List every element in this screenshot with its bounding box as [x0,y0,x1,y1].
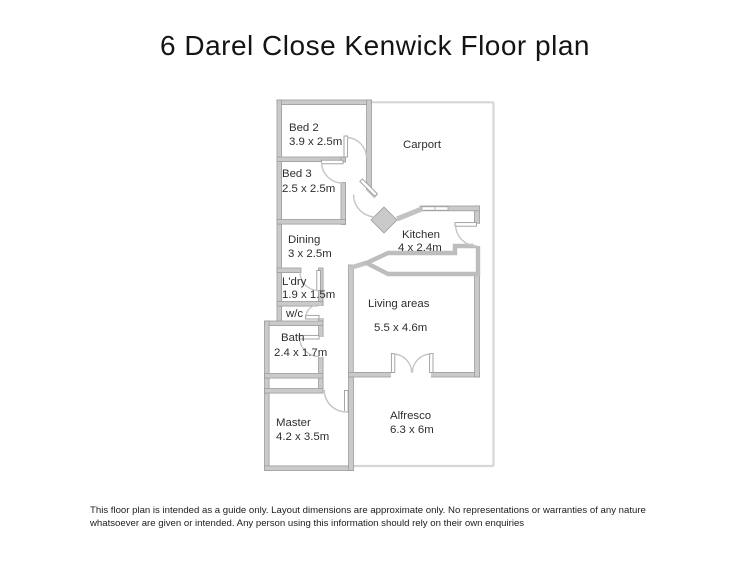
kitchen-dims: 4 x 2.4m [398,242,442,254]
room-labels: Bed 2 3.9 x 2.5m Bed 3 2.5 x 2.5m Carpor… [274,122,442,443]
bath-door-opening [317,337,325,357]
wall-kitchen-diagonal [396,206,424,222]
bed2-label: Bed 2 [289,122,319,134]
laundry-label: L'dry [282,276,307,288]
wc-door-arc [305,304,319,318]
bath-dims: 2.4 x 1.7m [274,347,327,359]
wall-master-right [348,376,354,471]
dining-label: Dining [288,234,320,246]
bed3-door-arc [320,161,343,184]
alfresco-label: Alfresco [390,410,431,422]
entry-pillar [370,206,398,234]
french-door-left-arc [392,353,413,373]
master-label: Master [276,417,311,429]
laundry-door-leaf [316,270,321,291]
wall-left-upper [276,99,282,326]
bed2-door-arc [347,136,368,158]
wall-ldry-bottom [276,301,324,307]
kitchen-label: Kitchen [402,229,440,241]
living-dims: 5.5 x 4.6m [374,322,427,334]
wc-label: w/c [285,308,303,320]
wall-bath-top [264,320,324,326]
alfresco-dims: 6.3 x 6m [390,424,434,436]
living-label: Living areas [368,298,430,310]
french-door-opening [391,371,431,378]
entry-door-arc [352,194,377,218]
french-door-left-leaf [390,353,396,373]
disclaimer-line-2: whatsoever are given or intended. Any pe… [90,518,525,529]
kitchen-bench [361,243,481,277]
wall-left-lower [264,320,270,471]
laundry-dims: 1.9 x 1.5m [282,289,335,301]
dining-dims: 3 x 2.5m [288,248,332,260]
page-title: 6 Darel Close Kenwick Floor plan [160,30,590,61]
wall-carport-left [366,99,372,190]
bed2-door-leaf [343,135,349,158]
bed3-dims: 2.5 x 2.5m [282,183,335,195]
wall-dining-bottom [276,267,302,273]
wc-door-opening [317,306,325,318]
outdoor-boundary [353,101,495,468]
entry-door-leaf [359,178,378,197]
master-dims: 4.2 x 3.5m [276,431,329,443]
master-door-arc [323,389,347,413]
french-door-right-leaf [429,353,434,373]
bed3-label: Bed 3 [282,168,312,180]
laundry-door-arc [299,272,319,292]
wall-master-top [264,388,324,394]
carport-label: Carport [403,139,442,151]
wc-door-leaf [305,314,320,320]
kitchen-door-opening [473,224,481,246]
bath-label: Bath [281,332,304,344]
walls [264,99,480,471]
bed3-door-leaf [321,159,344,165]
wall-master-bottom [264,465,354,471]
bed2-dims: 3.9 x 2.5m [289,136,342,148]
door-openings [317,224,481,378]
bath-door-arc [298,336,320,358]
kitchen-door-arc [454,224,478,247]
doors [298,135,478,413]
wall-bath-bottom [264,373,324,379]
wall-living-left [348,264,354,378]
wall-bed3-bottom [276,219,346,225]
kitchen-door-leaf [454,222,477,227]
french-door-right-arc [411,353,432,373]
master-door-leaf [344,390,349,413]
disclaimer-line-1: This floor plan is intended as a guide o… [90,505,646,516]
wall-bed3-right [340,182,346,225]
disclaimer: This floor plan is intended as a guide o… [90,504,690,530]
wall-bed2-top [276,99,372,105]
kitchen-window [421,206,449,211]
